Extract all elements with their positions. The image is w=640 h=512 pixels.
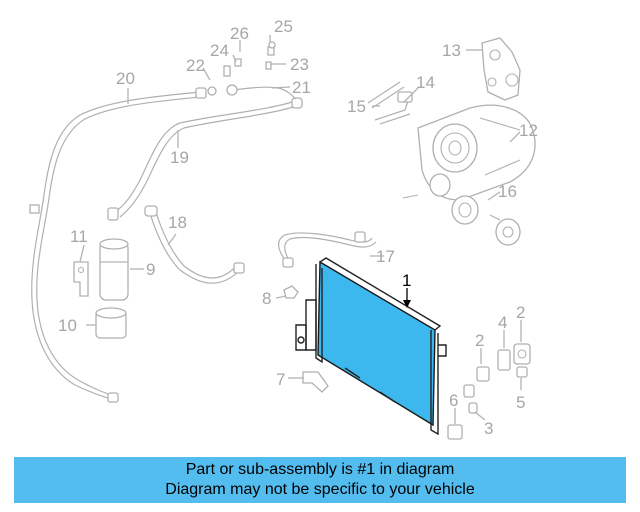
callout-24[interactable]: 24: [210, 41, 229, 60]
callout-labels: 1 2 2 3 4 5 6 7 8 9 10 11 12 13 14 15 16…: [58, 17, 538, 438]
info-banner: Part or sub-assembly is #1 in diagram Di…: [14, 457, 626, 503]
bracket-13: [481, 37, 521, 101]
condenser-1[interactable]: [295, 257, 447, 436]
callout-4[interactable]: 4: [498, 313, 507, 332]
callout-15[interactable]: 15: [347, 97, 366, 116]
leader-lines: [79, 35, 522, 424]
banner-line-2: Diagram may not be specific to your vehi…: [165, 481, 475, 498]
line-18: [144, 205, 245, 284]
callout-18[interactable]: 18: [168, 213, 187, 232]
bracket-11: [73, 261, 89, 297]
clutch-16: [402, 173, 521, 246]
callout-22[interactable]: 22: [186, 56, 205, 75]
callout-7[interactable]: 7: [276, 370, 285, 389]
bracket-7: [302, 371, 329, 393]
callout-2[interactable]: 2: [475, 331, 484, 350]
callout-26[interactable]: 26: [230, 24, 249, 43]
callout-23[interactable]: 23: [290, 55, 309, 74]
cap-10: [95, 307, 127, 339]
callout-20[interactable]: 20: [116, 69, 135, 88]
fasteners-22-26: [223, 41, 276, 77]
callout-8[interactable]: 8: [262, 289, 271, 308]
receiver-drier-9: [99, 238, 129, 301]
callout-3[interactable]: 3: [484, 419, 493, 438]
bracket-8: [283, 285, 299, 299]
hose-14-15: [367, 81, 413, 125]
line-20: [29, 87, 207, 403]
callout-10[interactable]: 10: [58, 316, 77, 335]
callout-2-right[interactable]: 2: [516, 303, 525, 322]
callout-12[interactable]: 12: [519, 121, 538, 140]
callout-6[interactable]: 6: [449, 391, 458, 410]
callout-9[interactable]: 9: [146, 260, 155, 279]
switch-parts: [447, 343, 531, 440]
banner-line-1: Part or sub-assembly is #1 in diagram: [185, 461, 455, 478]
callout-5[interactable]: 5: [516, 393, 525, 412]
callout-13[interactable]: 13: [442, 41, 461, 60]
callout-25[interactable]: 25: [274, 17, 293, 36]
callout-14[interactable]: 14: [416, 73, 435, 92]
callout-17[interactable]: 17: [376, 247, 395, 266]
callout-16[interactable]: 16: [498, 182, 517, 201]
callout-19[interactable]: 19: [170, 148, 189, 167]
compressor-12: [417, 104, 536, 201]
line-19: [107, 97, 303, 221]
line-17: [278, 231, 377, 268]
callout-1[interactable]: 1: [402, 271, 411, 290]
callout-11[interactable]: 11: [70, 227, 88, 246]
callout-21[interactable]: 21: [292, 78, 311, 97]
